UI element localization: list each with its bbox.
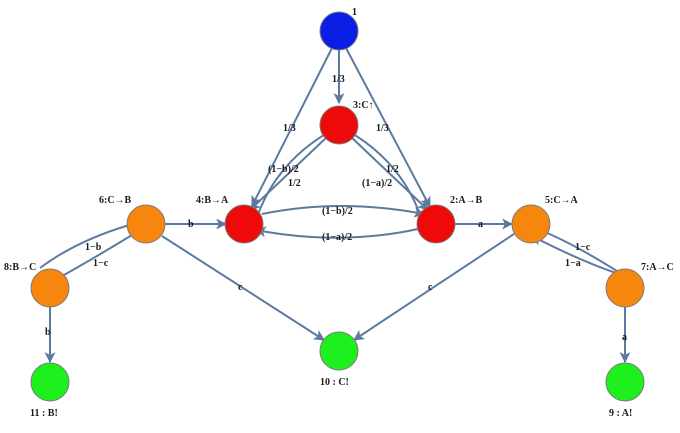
node-11 (30, 362, 70, 402)
edge-label-4-3: 1/2 (288, 178, 301, 189)
edge-label-6-8: 1−c (93, 258, 109, 269)
edge-label-2-4: (1−a)/2 (322, 232, 352, 243)
node-label-7: 7:A→C (641, 262, 674, 273)
node-label-1: 1 (352, 7, 357, 18)
edge-3-2 (349, 135, 429, 211)
edge-label-7-5: 1−a (565, 258, 581, 269)
node-2 (416, 204, 456, 244)
edge-label-2-3: (1−a)/2 (362, 178, 392, 189)
node-label-8: 8:B→C (4, 262, 36, 273)
edge-4-2 (261, 205, 426, 218)
edge-label-4-2: (1−b)/2 (322, 206, 353, 217)
node-10 (319, 331, 359, 371)
node-3 (319, 105, 359, 145)
edge-label-1-2: 1/3 (376, 123, 389, 134)
node-label-11: 11 : B! (30, 408, 58, 419)
edge-label-6-10: c (238, 282, 243, 293)
node-4 (224, 204, 264, 244)
node-9 (605, 362, 645, 402)
edge-label-1-4: 1/3 (283, 123, 296, 134)
node-5 (511, 204, 551, 244)
node-label-9: 9 : A! (609, 408, 632, 419)
node-label-4: 4:B→A (196, 195, 229, 206)
node-label-6: 6:C→B (99, 195, 132, 206)
edge-label-2-5: a (478, 219, 483, 230)
edge-5-10 (353, 233, 515, 341)
node-label-5: 5:C→A (545, 195, 579, 206)
node-6 (126, 204, 166, 244)
edge-label-8-6: 1−b (85, 242, 102, 253)
edge-label-6-4: b (188, 219, 194, 230)
node-label-3: 3:C↑ (353, 100, 374, 111)
edge-label-1-3: 1/3 (332, 74, 345, 85)
node-label-2: 2:A→B (450, 195, 483, 206)
edge-label-5-7: 1−c (575, 242, 591, 253)
node-7 (605, 268, 645, 308)
node-labels: 1 2:A→B 3:C↑ 4:B→A 5:C→A 6:C→B 7:A→C 8:B… (4, 7, 674, 419)
node-8 (30, 268, 70, 308)
edge-label-8-11: b (45, 327, 51, 338)
edge-1-4 (251, 47, 333, 207)
edge-label-7-9: a (622, 332, 627, 343)
node-1 (319, 11, 359, 51)
edge-2-4 (254, 226, 419, 239)
edge-1-2 (345, 47, 431, 208)
edge-label-5-10: c (428, 282, 433, 293)
nodes (30, 11, 645, 402)
edge-6-10 (161, 235, 325, 341)
node-label-10: 10 : C! (320, 377, 349, 388)
edge-labels: 1/3 1/3 1/3 (1−b)/2 1/2 1/2 (1−a)/2 (1−b… (45, 74, 627, 343)
edge-3-4 (249, 135, 329, 211)
edge-label-3-4: (1−b)/2 (268, 164, 299, 175)
edge-label-3-2: 1/2 (386, 164, 399, 175)
